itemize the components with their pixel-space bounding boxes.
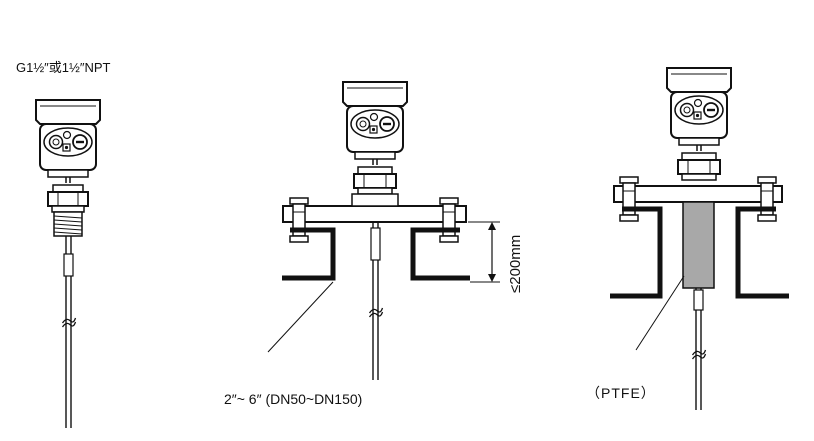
ptfe-sleeve bbox=[682, 201, 715, 289]
flange-size-label: 2″~ 6″ (DN50~DN150) bbox=[224, 391, 362, 407]
flanged-transmitter bbox=[267, 80, 500, 380]
thread-label: G1½″或1½″NPT bbox=[16, 60, 111, 75]
ptfe-label: （PTFE） bbox=[586, 385, 656, 401]
threaded-transmitter bbox=[34, 98, 102, 428]
ptfe-sleeve-transmitter bbox=[610, 66, 789, 410]
dimension-line bbox=[468, 221, 500, 283]
dimension-label: ≤200mm bbox=[507, 235, 524, 293]
